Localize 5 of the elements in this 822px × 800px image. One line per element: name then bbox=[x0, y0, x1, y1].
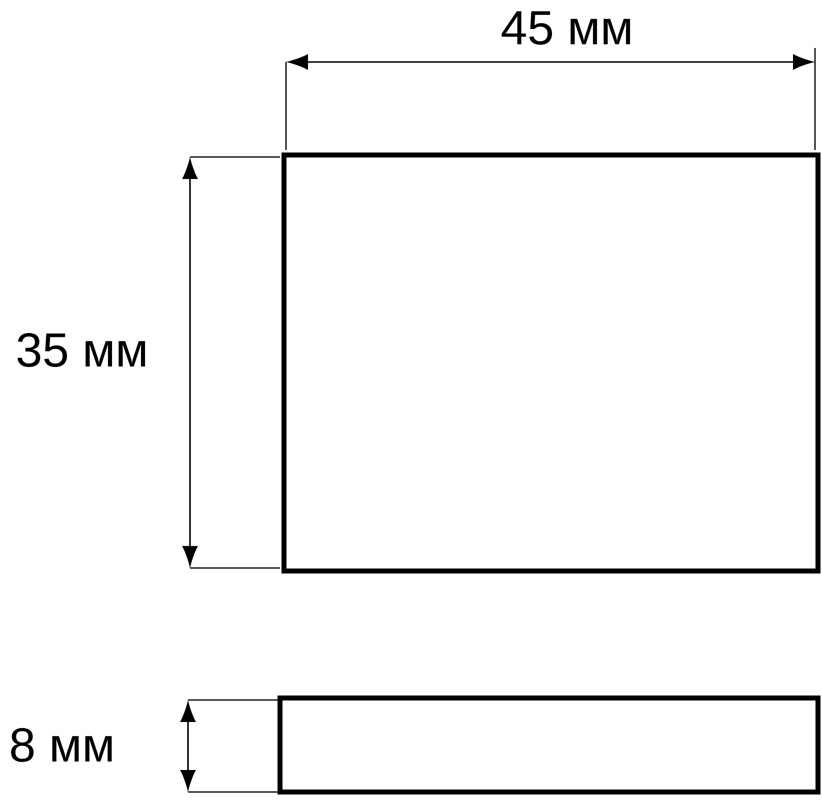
rectangle bbox=[278, 695, 820, 794]
dimension-label: 8 мм bbox=[11, 728, 112, 762]
dimension-label: 45 мм bbox=[502, 11, 630, 45]
dimension-label: 35 мм bbox=[17, 333, 146, 367]
rectangle bbox=[282, 152, 820, 574]
